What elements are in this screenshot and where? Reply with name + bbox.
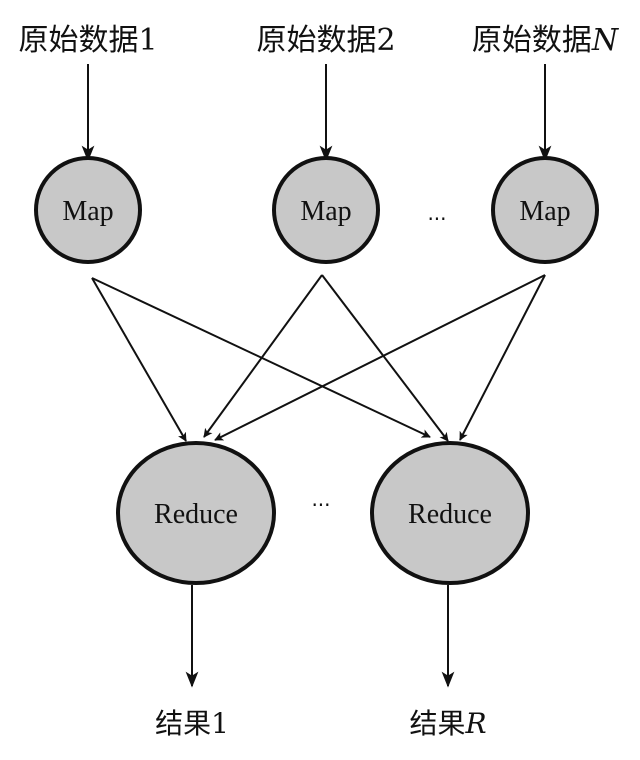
- reduce-node-1: Reduce: [116, 441, 276, 585]
- reduce-node-r-label: Reduce: [408, 499, 492, 530]
- map-node-1: Map: [34, 156, 142, 264]
- output-label-r: 结果R: [409, 707, 486, 740]
- map-node-2-label: Map: [300, 196, 351, 227]
- edge-map2-reduceR: [321, 274, 449, 442]
- map-node-n: Map: [491, 156, 599, 264]
- edge-mapN-reduceR: [459, 274, 546, 441]
- map-node-n-label: Map: [519, 196, 570, 227]
- edge-mapN-reduce1: [214, 274, 546, 441]
- output-label-1: 结果1: [155, 707, 229, 740]
- edge-map1-reduce1: [91, 277, 187, 442]
- edge-map2-reduce1: [203, 274, 323, 438]
- reduce-node-r: Reduce: [370, 441, 530, 585]
- input-label-2: 原始数据2: [256, 23, 395, 58]
- input-label-n: 原始数据N: [472, 23, 620, 58]
- map-node-1-label: Map: [62, 196, 113, 227]
- map-ellipsis: ···: [427, 207, 446, 231]
- reduce-ellipsis: ···: [311, 493, 330, 517]
- reduce-node-1-label: Reduce: [154, 499, 238, 530]
- input-label-1: 原始数据1: [18, 23, 157, 58]
- map-node-2: Map: [272, 156, 380, 264]
